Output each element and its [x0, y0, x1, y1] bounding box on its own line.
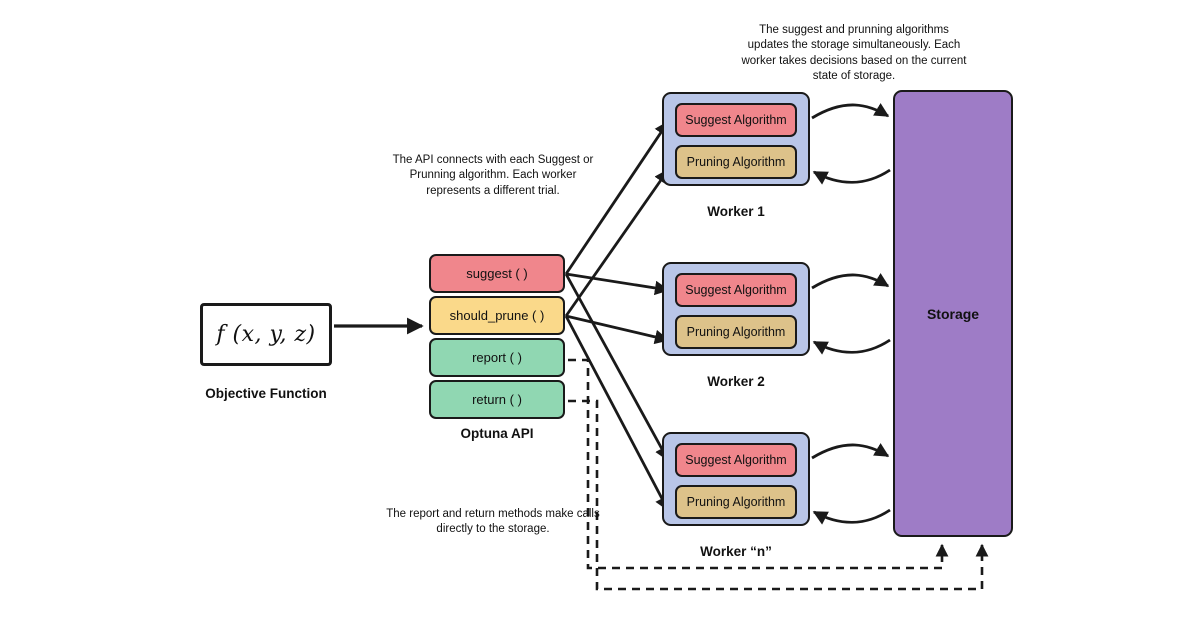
worker-n-pruning-label: Pruning Algorithm	[686, 495, 786, 509]
api-method-suggest[interactable]: suggest ( )	[429, 254, 565, 293]
worker-1-suggest-label: Suggest Algorithm	[685, 113, 787, 127]
api-method-report-label: report ( )	[472, 350, 522, 365]
worker-1-pruning-label: Pruning Algorithm	[686, 155, 786, 169]
worker-n-suggest-algorithm[interactable]: Suggest Algorithm	[675, 443, 797, 477]
annotation-storage-note: The suggest and prunning algorithms upda…	[741, 24, 967, 82]
edge-shouldprune-to-workers	[564, 168, 670, 512]
optuna-api-label: Optuna API	[460, 426, 534, 441]
api-method-report[interactable]: report ( )	[429, 338, 565, 377]
objective-function-formula: f (x, y, z)	[216, 322, 316, 347]
worker-2-pruning-label: Pruning Algorithm	[686, 325, 786, 339]
worker-n-suggest-label: Suggest Algorithm	[685, 453, 787, 467]
edge-worker2-storage	[811, 273, 891, 355]
worker-2-suggest-label: Suggest Algorithm	[685, 283, 787, 297]
annotation-api-note: The API connects with each Suggest or Pr…	[392, 154, 594, 197]
objective-function-label: Objective Function	[205, 386, 327, 401]
edge-worker1-storage	[811, 103, 891, 185]
objective-function-box: f (x, y, z)	[200, 303, 332, 366]
api-method-return[interactable]: return ( )	[429, 380, 565, 419]
worker-2-label: Worker 2	[707, 374, 765, 389]
edge-workern-storage	[811, 443, 891, 525]
api-method-suggest-label: suggest ( )	[466, 266, 528, 281]
worker-n-box[interactable]: Suggest Algorithm Pruning Algorithm	[662, 432, 810, 526]
worker-n-label: Worker “n”	[700, 544, 772, 559]
annotation-report-note: The report and return methods make calls…	[386, 508, 600, 536]
worker-1-pruning-algorithm[interactable]: Pruning Algorithm	[675, 145, 797, 179]
worker-2-pruning-algorithm[interactable]: Pruning Algorithm	[675, 315, 797, 349]
optuna-api-stack: suggest ( ) should_prune ( ) report ( ) …	[429, 254, 565, 422]
worker-2-suggest-algorithm[interactable]: Suggest Algorithm	[675, 273, 797, 307]
worker-1-box[interactable]: Suggest Algorithm Pruning Algorithm	[662, 92, 810, 186]
worker-n-pruning-algorithm[interactable]: Pruning Algorithm	[675, 485, 797, 519]
api-method-should-prune[interactable]: should_prune ( )	[429, 296, 565, 335]
worker-1-label: Worker 1	[707, 204, 765, 219]
storage-box[interactable]: Storage	[893, 90, 1013, 537]
api-method-should-prune-label: should_prune ( )	[449, 308, 545, 323]
storage-label: Storage	[926, 305, 980, 322]
worker-1-suggest-algorithm[interactable]: Suggest Algorithm	[675, 103, 797, 137]
worker-2-box[interactable]: Suggest Algorithm Pruning Algorithm	[662, 262, 810, 356]
api-method-return-label: return ( )	[472, 392, 522, 407]
